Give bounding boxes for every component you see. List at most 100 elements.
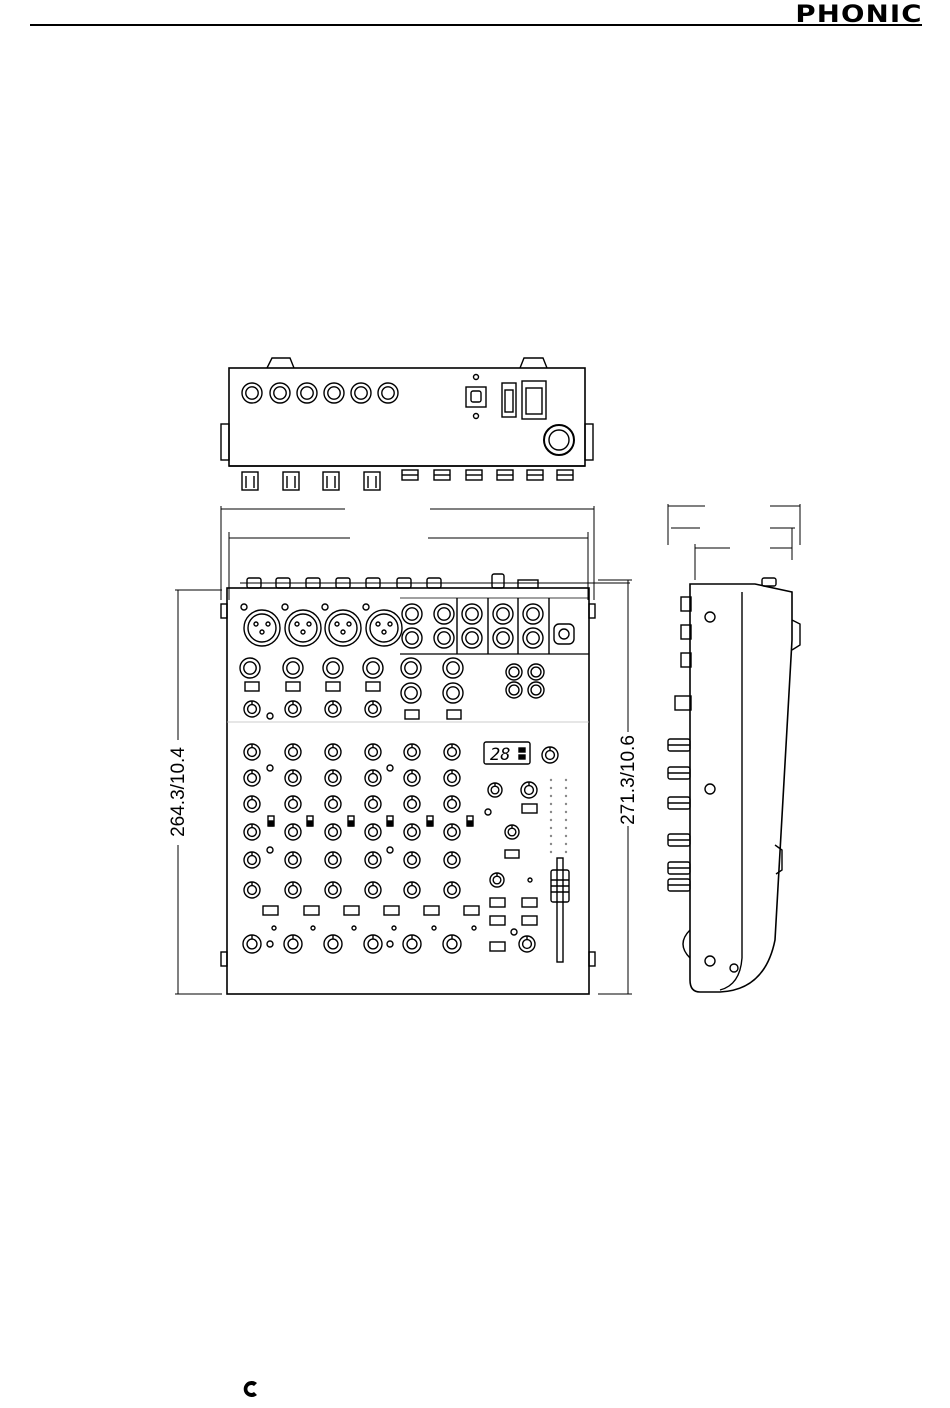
jack-icon: [402, 628, 422, 648]
button-icon: [447, 710, 461, 719]
screw-icon: [705, 612, 715, 622]
channel-knobs: [243, 701, 558, 953]
screw-icon: [267, 847, 273, 853]
meter-led: [565, 787, 567, 789]
meter-led: [550, 819, 552, 821]
meter-led: [550, 851, 552, 853]
switch-edge-icon: [518, 580, 538, 588]
led-icon: [311, 926, 315, 930]
button-icon: [522, 804, 537, 813]
button-icon: [245, 682, 259, 691]
button-icon: [384, 906, 399, 915]
jack-icon: [351, 383, 371, 403]
jack-icon: [402, 604, 422, 624]
screw-icon: [511, 929, 517, 935]
meter-led: [550, 811, 552, 813]
led-icon: [432, 926, 436, 930]
meter-led: [550, 803, 552, 805]
meter-led: [565, 851, 567, 853]
jack-icon: [401, 683, 421, 703]
jack-icon: [242, 383, 262, 403]
dimension-label-right: 271.3/10.6: [618, 735, 639, 825]
meter-led: [550, 787, 552, 789]
jack-icon: [443, 658, 463, 678]
xlr-plug-icon: [364, 472, 380, 490]
xlr-input-icon: [285, 610, 321, 646]
side-jack-icon: [675, 696, 691, 710]
jack-icon: [323, 658, 343, 678]
xlr-inputs: [241, 604, 402, 646]
screw-icon: [705, 956, 715, 966]
meter-led: [565, 835, 567, 837]
usb-port-icon: [466, 387, 486, 407]
meter-led: [565, 843, 567, 845]
meter-led: [565, 795, 567, 797]
rear-jack-row: [242, 383, 398, 403]
screw-icon: [282, 604, 288, 610]
screw-icon: [267, 713, 273, 719]
master-fader-track: [557, 858, 563, 962]
xlr-input-icon: [244, 610, 280, 646]
level-meter-leds: [550, 779, 567, 853]
button-icon: [490, 898, 505, 907]
jack-icon: [363, 658, 383, 678]
jack-icon: [443, 683, 463, 703]
phonic-c-logo-icon: [240, 1378, 262, 1400]
meter-led: [565, 779, 567, 781]
button-icon: [490, 916, 505, 925]
meter-led: [565, 827, 567, 829]
jack-icon: [378, 383, 398, 403]
screw-icon: [387, 847, 393, 853]
screw-icon: [322, 604, 328, 610]
top-panel-view: 28: [221, 574, 630, 994]
side-jacks: [668, 578, 776, 891]
jack-icon: [240, 658, 260, 678]
toggle-switch-icon: [505, 850, 519, 858]
jack-icon: [434, 604, 454, 624]
rear-panel-view: [221, 358, 593, 490]
screw-icon: [387, 941, 393, 947]
jack-icon: [283, 658, 303, 678]
jack-icon: [523, 628, 543, 648]
meter-led: [550, 779, 552, 781]
usb-icon: [492, 574, 504, 588]
screw-icon: [267, 941, 273, 947]
button-icon: [366, 682, 380, 691]
led-icon: [352, 926, 356, 930]
jack-icon: [401, 658, 421, 678]
meter-led: [565, 803, 567, 805]
screw-icon: [267, 765, 273, 771]
xlr-plug-icon: [283, 472, 299, 490]
button-icon: [464, 906, 479, 915]
button-icon: [263, 906, 278, 915]
meter-led: [565, 811, 567, 813]
screw-icon: [705, 784, 715, 794]
meter-led: [550, 843, 552, 845]
side-jack-icon: [762, 578, 776, 586]
jack-icon: [324, 383, 344, 403]
led-icon: [272, 926, 276, 930]
button-icon: [304, 906, 319, 915]
top-edge-jacks: [247, 574, 538, 588]
meter-led: [550, 835, 552, 837]
jack-icon: [462, 604, 482, 624]
side-view: [668, 504, 800, 992]
xlr-input-icon: [366, 610, 402, 646]
screw-icon: [730, 964, 738, 972]
screw-icon: [363, 604, 369, 610]
jack-icon: [523, 604, 543, 624]
button-icon: [424, 906, 439, 915]
button-icon: [522, 898, 537, 907]
button-icon: [344, 906, 359, 915]
jack-icon: [462, 628, 482, 648]
screw-icon: [485, 809, 491, 815]
button-icon: [326, 682, 340, 691]
screw-icon: [387, 765, 393, 771]
meter-led: [565, 819, 567, 821]
meter-led: [550, 827, 552, 829]
screw-icon: [241, 604, 247, 610]
display-readout: 28: [490, 745, 510, 765]
jack-icon: [493, 604, 513, 624]
jack-icon: [297, 383, 317, 403]
